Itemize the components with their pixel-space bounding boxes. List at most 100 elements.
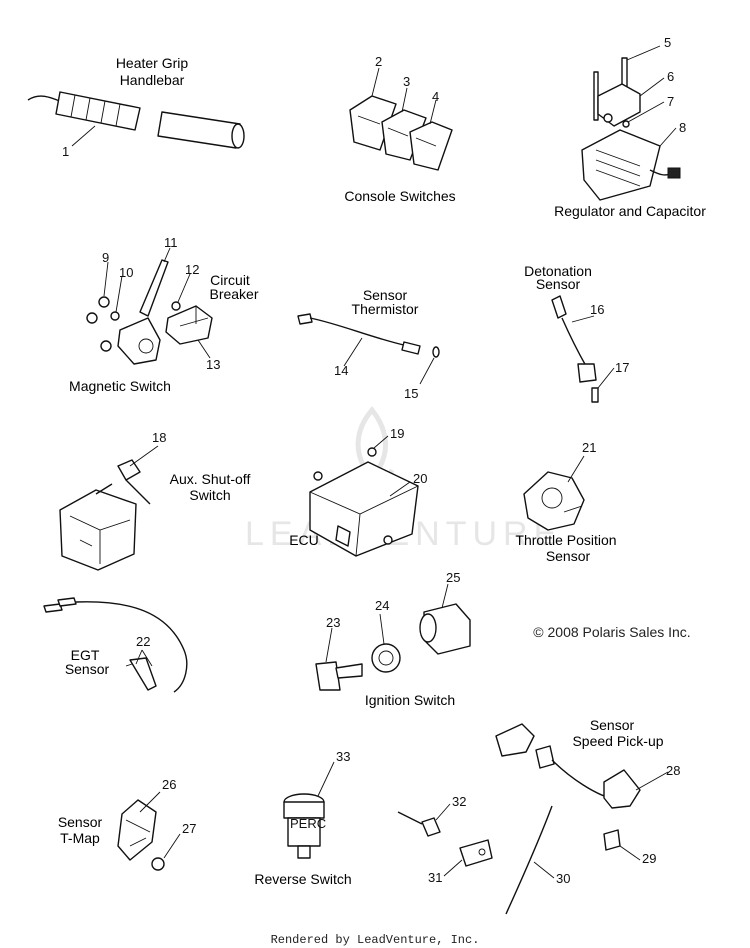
washer-10[interactable]: [110, 311, 120, 321]
regulator-group: 5 6 7 8 Regulator and Capacitor: [554, 35, 706, 219]
speed-pickup-group: 28 29 30 Sensor Speed Pick-up: [495, 717, 680, 915]
heater-grip-caption-1: Heater Grip: [116, 55, 189, 71]
regulator-caption: Regulator and Capacitor: [554, 203, 706, 219]
clip-group: 32 31: [397, 794, 493, 885]
nut-12[interactable]: [171, 301, 181, 311]
washer-15[interactable]: [432, 346, 440, 358]
ecu-caption: ECU: [289, 532, 319, 548]
throttle-caption-1: Throttle Position: [515, 532, 616, 548]
circuit-breaker-13[interactable]: [165, 305, 213, 345]
throttle-group: 21 Throttle Position Sensor: [515, 440, 616, 564]
copyright-text: © 2008 Polaris Sales Inc.: [533, 624, 690, 640]
callout-2: 2: [375, 54, 382, 69]
callout-27: 27: [182, 821, 196, 836]
callout-12: 12: [185, 262, 199, 277]
egt-group: 22 EGT Sensor: [43, 597, 188, 693]
grommet-32[interactable]: [421, 817, 441, 837]
callout-28: 28: [666, 763, 680, 778]
console-switches-caption: Console Switches: [344, 188, 455, 204]
callout-1: 1: [62, 144, 69, 159]
detonation-wire-16[interactable]: [561, 317, 587, 367]
callout-31: 31: [428, 870, 442, 885]
reverse-switch-33[interactable]: [287, 817, 321, 847]
speed-pickup-caption-1: Sensor: [590, 717, 635, 733]
nut-9[interactable]: [98, 296, 110, 308]
speed-sensor-connector[interactable]: [495, 723, 535, 757]
regulator-8[interactable]: [581, 129, 661, 201]
clip-31[interactable]: [459, 839, 493, 867]
callout-6: 6: [667, 69, 674, 84]
heater-grip-group: 1 Heater Grip Handlebar: [27, 55, 245, 159]
thermistor-group: 14 15 Sensor Thermistor: [297, 287, 440, 401]
perc-label: PERC: [290, 816, 326, 831]
callout-16: 16: [590, 302, 604, 317]
callout-23: 23: [326, 615, 340, 630]
reverse-switch-caption: Reverse Switch: [254, 871, 351, 887]
magnetic-switch-group: 9 10 11 12 13 Circuit Breaker Magnetic S…: [69, 235, 259, 394]
heater-grip-caption-2: Handlebar: [120, 72, 185, 88]
egt-caption-1: EGT: [71, 647, 100, 663]
aux-shutoff-caption-1: Aux. Shut-off: [170, 471, 251, 487]
callout-29: 29: [642, 851, 656, 866]
magnetic-switch-caption: Magnetic Switch: [69, 378, 171, 394]
callout-21: 21: [582, 440, 596, 455]
grip-wire: [27, 95, 63, 103]
tmap-caption-1: Sensor: [58, 814, 103, 830]
aux-shutoff-caption-2: Switch: [189, 487, 230, 503]
callout-18: 18: [152, 430, 166, 445]
ecu-group: 19 20 ECU: [289, 426, 427, 557]
tmap-sensor-26[interactable]: [117, 799, 157, 861]
thermistor-caption-2: Thermistor: [352, 301, 419, 317]
regulator-bolt-left[interactable]: [593, 71, 599, 121]
callout-24: 24: [375, 598, 389, 613]
egt-sensor-22[interactable]: [129, 657, 157, 691]
bolt-27[interactable]: [151, 857, 165, 871]
bezel-24[interactable]: [371, 643, 401, 673]
callout-5: 5: [664, 35, 671, 50]
detonation-caption-2: Sensor: [536, 276, 581, 292]
bracket-29[interactable]: [603, 829, 621, 851]
callout-9: 9: [102, 250, 109, 265]
ignition-switch-group: 23 24 25 Ignition Switch: [315, 570, 471, 708]
heater-grip[interactable]: [55, 91, 141, 131]
throttle-caption-2: Sensor: [546, 548, 591, 564]
callout-25: 25: [446, 570, 460, 585]
footer-text: Rendered by LeadVenture, Inc.: [271, 933, 480, 947]
cable-11[interactable]: [139, 259, 169, 317]
callout-30: 30: [556, 871, 570, 886]
callout-4: 4: [432, 89, 439, 104]
callout-11: 11: [164, 235, 178, 250]
circuit-breaker-caption-1: Circuit: [210, 272, 250, 288]
detonation-sensor[interactable]: [577, 363, 597, 383]
detonation-group: 16 17 Detonation Sensor: [524, 263, 629, 403]
egt-caption-2: Sensor: [65, 661, 110, 677]
callout-20: 20: [413, 471, 427, 486]
callout-15: 15: [404, 386, 418, 401]
handlebar[interactable]: [157, 111, 241, 149]
callout-3: 3: [403, 74, 410, 89]
detonation-caption-1: Detonation: [524, 263, 592, 279]
throttle-position-sensor-21[interactable]: [523, 471, 585, 531]
thermistor-wire-14[interactable]: [309, 317, 409, 347]
speed-pickup-caption-2: Speed Pick-up: [572, 733, 663, 749]
ignition-key-23[interactable]: [315, 661, 341, 691]
console-switch-4[interactable]: [409, 121, 453, 171]
callout-14: 14: [334, 363, 348, 378]
cable-tie-30[interactable]: [505, 805, 553, 915]
callout-7: 7: [667, 94, 674, 109]
tmap-caption-2: T-Map: [60, 830, 100, 846]
callout-8: 8: [679, 120, 686, 135]
magnetic-switch[interactable]: [117, 317, 161, 365]
speed-sensor-28[interactable]: [603, 769, 641, 809]
aux-shutoff-switch-18[interactable]: [59, 489, 137, 571]
reverse-switch-group: PERC 33 Reverse Switch: [254, 749, 351, 887]
callout-13: 13: [206, 357, 220, 372]
thermistor-probe[interactable]: [401, 341, 421, 355]
thermistor-caption-1: Sensor: [363, 287, 408, 303]
bolt-17[interactable]: [591, 387, 599, 403]
callout-32: 32: [452, 794, 466, 809]
circuit-breaker-caption-2: Breaker: [209, 286, 258, 302]
fastener-19[interactable]: [367, 447, 377, 457]
tmap-group: 26 27 Sensor T-Map: [58, 777, 196, 871]
